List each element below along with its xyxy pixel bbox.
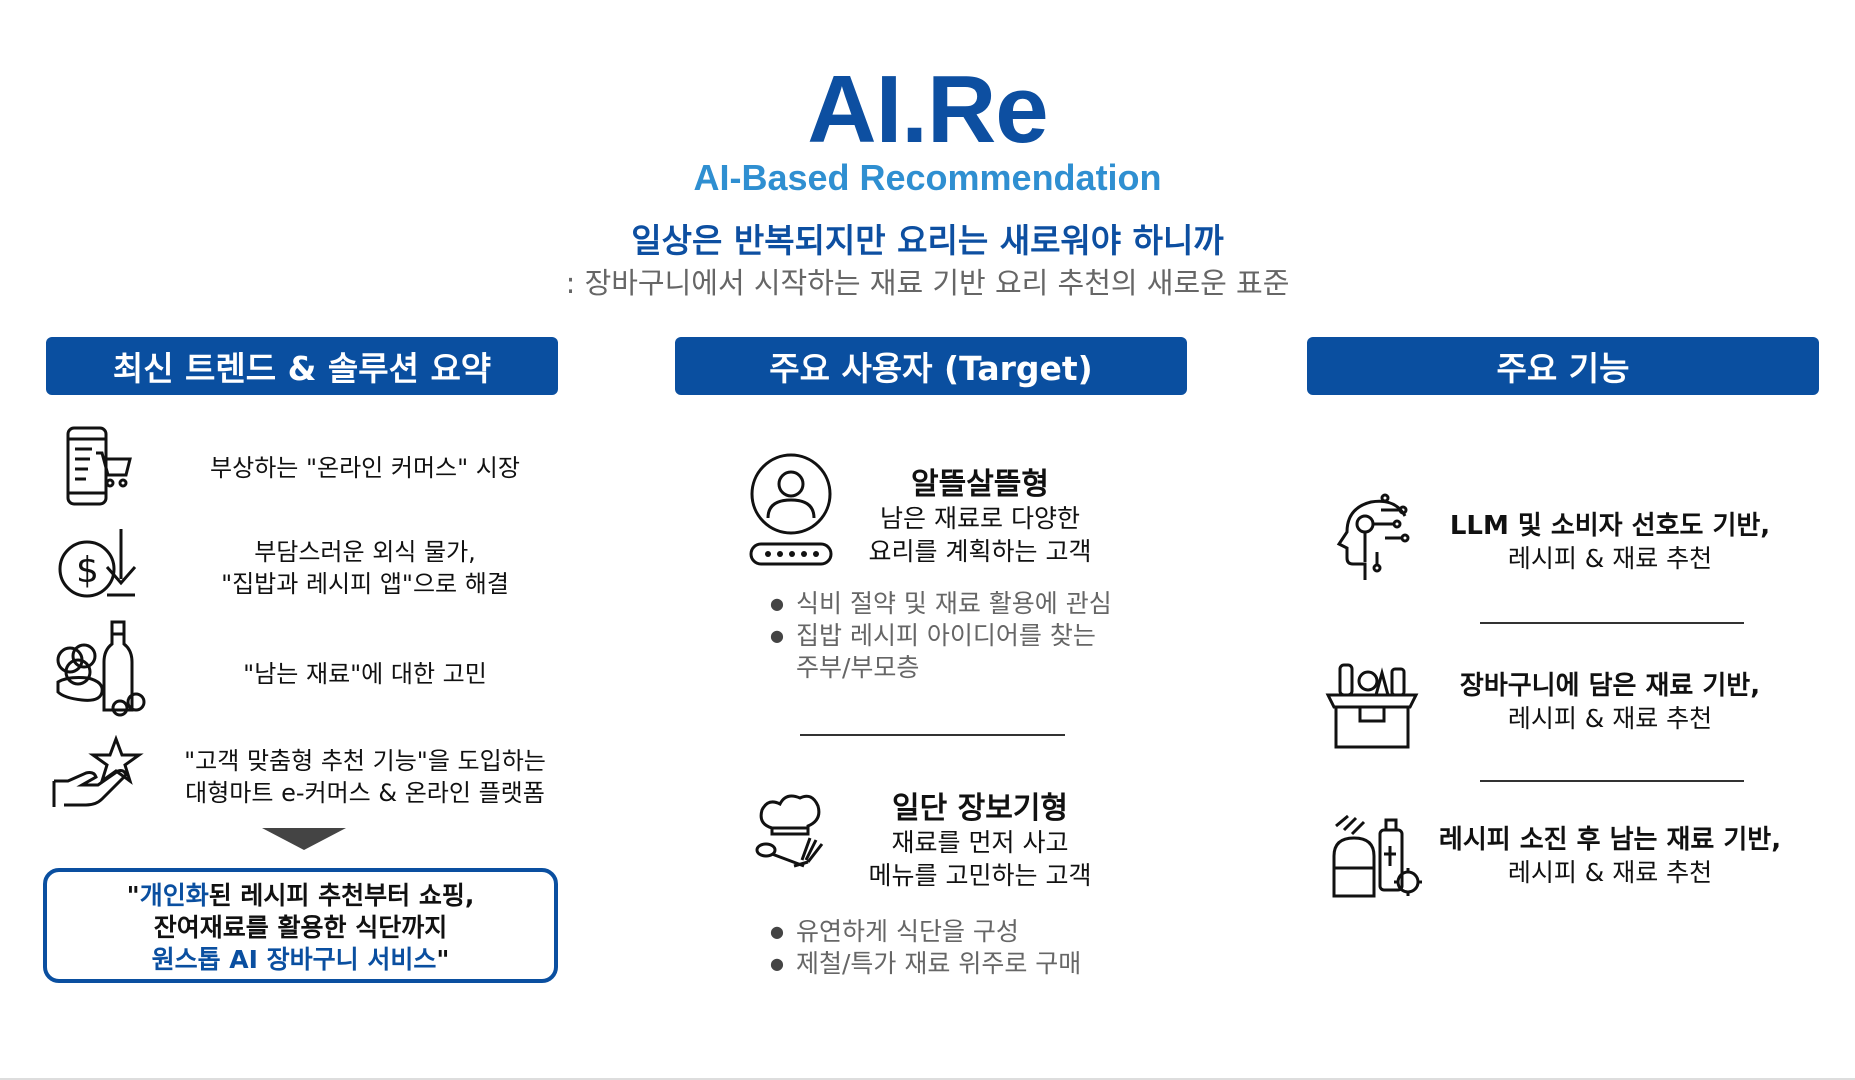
features-header: 주요 기능 [1307,337,1819,395]
trends-header: 최신 트렌드 & 솔루션 요약 [46,337,558,395]
persona-desc-1: 남은 재료로 다양한 요리를 계획하는 고객 [868,504,1092,566]
list-item: 식비 절약 및 재료 활용에 관심 [770,588,1170,620]
persona-bullets-1-cont: 주부/부모층 [796,653,920,682]
ai-head-icon [1325,488,1420,583]
summary-box: "개인화된 레시피 추천부터 쇼핑, 잔여재료를 활용한 식단까지 원스톱 AI… [43,868,558,983]
list-item: 유연하게 식단을 구성 [770,916,1170,948]
trend-text-4-line2: 대형마트 e-커머스 & 온라인 플랫폼 [185,779,545,807]
trend-text-4: "고객 맞춤형 추천 기능"을 도입하는 대형마트 e-커머스 & 온라인 플랫… [150,745,580,809]
dollar-down-icon: $ [55,525,140,600]
summary-line-1: "개인화된 레시피 추천부터 쇼핑, [126,881,475,910]
summary-highlight-personalized: 개인화 [139,881,209,910]
subtitle: AI-Based Recommendation [693,157,1162,198]
trend-text-2-line1: 부담스러운 외식 물가, [254,538,476,566]
persona-name-1: 알뜰살뜰형 [911,467,1049,502]
persona-bullets-1: 식비 절약 및 재료 활용에 관심 집밥 레시피 아이디어를 찾는 [770,588,1170,652]
down-arrow-icon [262,828,346,850]
summary-highlight-service: 원스톱 AI 장바구니 서비스 [151,945,437,974]
trend-text-4-line1: "고객 맞춤형 추천 기능"을 도입하는 [184,747,546,775]
tagline-sub: : 장바구니에서 시작하는 재료 기반 요리 추천의 새로운 표준 [565,266,1290,300]
svg-text:$: $ [76,550,99,591]
grocery-box-icon [1322,655,1422,750]
divider [1480,622,1744,624]
persona-bullets-2: 유연하게 식단을 구성 제철/특가 재료 위주로 구매 [770,916,1170,980]
bottom-border [0,1078,1855,1080]
feature-sub-3: 레시피 & 재료 추천 [1507,858,1713,887]
feature-sub-1: 레시피 & 재료 추천 [1507,544,1713,573]
persona-desc-2: 재료를 먼저 사고 메뉴를 고민하는 고객 [868,828,1092,890]
divider [1480,780,1744,782]
feature-title-3: 레시피 소진 후 남는 재료 기반, [1438,825,1782,855]
target-header: 주요 사용자 (Target) [675,337,1187,395]
feature-sub-2: 레시피 & 재료 추천 [1507,704,1713,733]
logo-title: AI.Re [807,56,1048,163]
mobile-shopping-icon [60,425,135,507]
list-item: 집밥 레시피 아이디어를 찾는 [770,620,1170,652]
feature-title-1: LLM 및 소비자 선호도 기반, [1449,511,1771,541]
trend-text-2: 부담스러운 외식 물가, "집밥과 레시피 앱"으로 해결 [150,536,580,600]
list-item: 제철/특가 재료 위주로 구매 [770,948,1170,980]
tagline: 일상은 반복되지만 요리는 새로워야 하니까 [631,221,1224,260]
divider [800,734,1065,736]
chef-hat-icon [750,788,830,868]
trend-text-2-line2: "집밥과 레시피 앱"으로 해결 [221,570,509,598]
user-password-icon [746,452,836,567]
persona-name-2: 일단 장보기형 [891,791,1069,826]
pantry-ingredients-icon [1328,812,1423,902]
leftover-food-icon [48,618,148,718]
feature-title-2: 장바구니에 담은 재료 기반, [1459,671,1761,701]
summary-line-3: 원스톱 AI 장바구니 서비스" [151,945,450,974]
summary-line-2: 잔여재료를 활용한 식단까지 [153,913,448,942]
hand-star-icon [52,735,147,815]
trend-text-1: 부상하는 "온라인 커머스" 시장 [210,454,520,482]
trend-text-3: "남는 재료"에 대한 고민 [243,660,487,688]
